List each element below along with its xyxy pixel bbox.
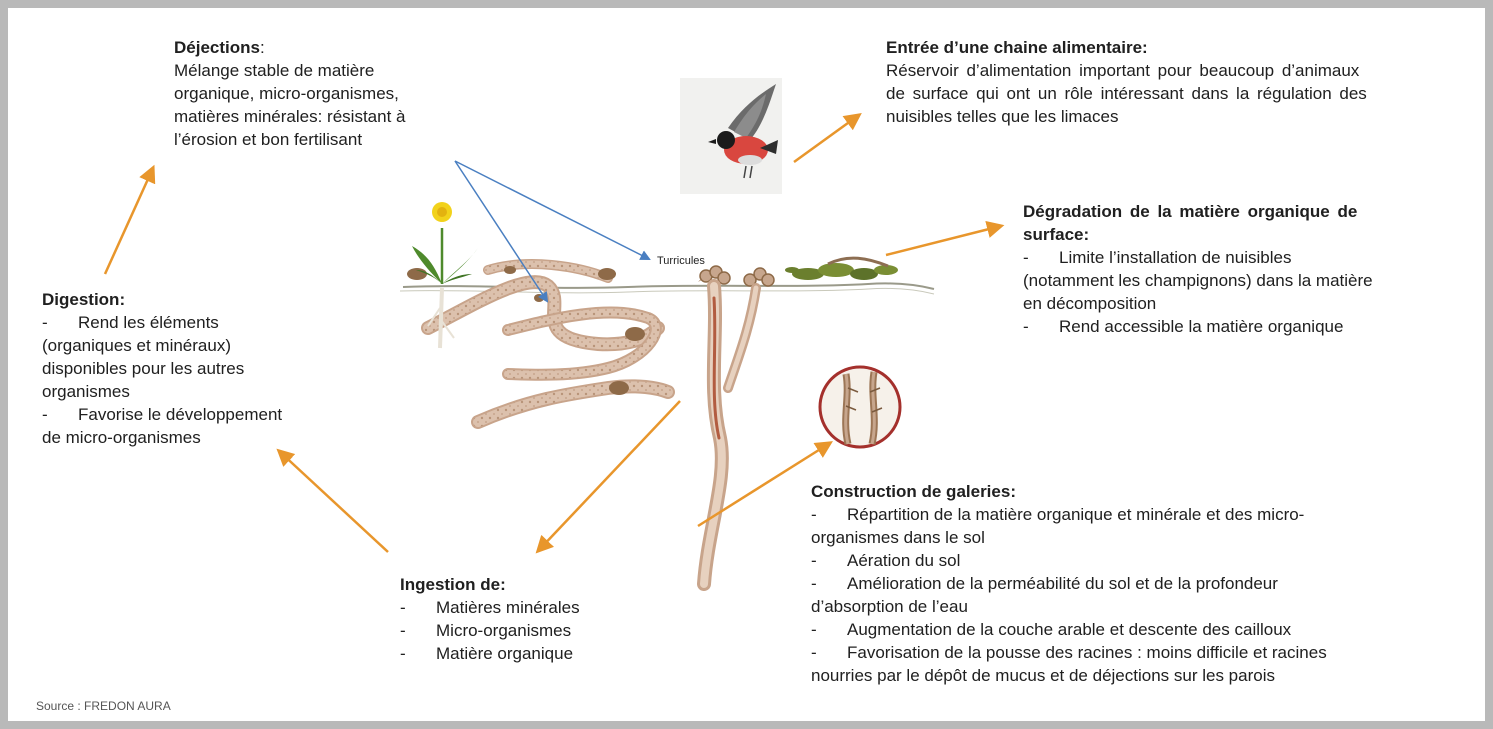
galleries-line: -Amélioration de la perméabilité du sol …	[811, 572, 1481, 595]
blue-arrows	[455, 161, 649, 301]
degradation-item: en décomposition	[1023, 292, 1473, 315]
ingestion-item: -Matière organique	[400, 642, 660, 665]
dejections-line: l’érosion et bon fertilisant	[174, 128, 486, 151]
ingestion-item: -Matières minérales	[400, 596, 660, 619]
degradation-item: (notamment les champignons) dans la mati…	[1023, 269, 1473, 292]
ingestion-item: -Micro-organismes	[400, 619, 660, 642]
dejections-block: Déjections: Mélange stable de matière or…	[174, 36, 486, 151]
galleries-block: Construction de galeries: -Répartition d…	[811, 480, 1481, 687]
food-chain-line: nuisibles telles que les limaces	[886, 105, 1476, 128]
digestion-line: disponibles pour les autres	[42, 357, 342, 380]
galleries-line: -Répartition de la matière organique et …	[811, 503, 1481, 526]
dejections-line: organique, micro-organismes,	[174, 82, 486, 105]
digestion-line: -Rend les éléments	[42, 311, 342, 334]
diagram-frame: Turricules Déjections: Mélange stable de…	[8, 8, 1485, 721]
dejections-title: Déjections	[174, 38, 260, 57]
degradation-title: Dégradation de la matière organique de	[1023, 200, 1473, 223]
source-credit: Source : FREDON AURA	[36, 699, 171, 713]
vertical-burrow	[704, 286, 756, 584]
digestion-line: (organiques et minéraux)	[42, 334, 342, 357]
galleries-line: -Augmentation de la couche arable et des…	[811, 618, 1481, 641]
dejections-title-suffix: :	[260, 38, 265, 57]
degradation-title-cont: surface:	[1023, 223, 1473, 246]
ingestion-block: Ingestion de: -Matières minérales -Micro…	[400, 573, 660, 665]
galleries-line: nourries par le dépôt de mucus et de déj…	[811, 664, 1481, 687]
food-chain-block: Entrée d’une chaine alimentaire: Réservo…	[886, 36, 1476, 128]
dejections-line: Mélange stable de matière	[174, 59, 486, 82]
galleries-title: Construction de galeries:	[811, 480, 1481, 503]
leaf-litter	[785, 258, 898, 280]
galleries-line: d’absorption de l’eau	[811, 595, 1481, 618]
degradation-item: -Limite l’installation de nuisibles	[1023, 246, 1473, 269]
ingestion-title: Ingestion de:	[400, 573, 660, 596]
magnifier-illustration	[820, 367, 900, 447]
digestion-title: Digestion:	[42, 288, 342, 311]
food-chain-title: Entrée d’une chaine alimentaire:	[886, 36, 1476, 59]
digestion-line: organismes	[42, 380, 342, 403]
digestion-line: -Favorise le développement	[42, 403, 342, 426]
bird-illustration	[680, 78, 782, 194]
galleries-line: organismes dans le sol	[811, 526, 1481, 549]
soil-surface	[400, 283, 934, 294]
galleries-line: -Favorisation de la pousse des racines :…	[811, 641, 1481, 664]
food-chain-line: Réservoir d’alimentation important pour …	[886, 59, 1476, 82]
degradation-block: Dégradation de la matière organique de s…	[1023, 200, 1473, 338]
digestion-block: Digestion: -Rend les éléments (organique…	[42, 288, 342, 449]
digestion-line: de micro-organismes	[42, 426, 342, 449]
galleries-line: -Aération du sol	[811, 549, 1481, 572]
dejections-line: matières minérales: résistant à	[174, 105, 486, 128]
food-chain-line: de surface qui ont un rôle intéressant d…	[886, 82, 1476, 105]
degradation-item: -Rend accessible la matière organique	[1023, 315, 1473, 338]
turricules-label: Turricules	[657, 255, 705, 267]
